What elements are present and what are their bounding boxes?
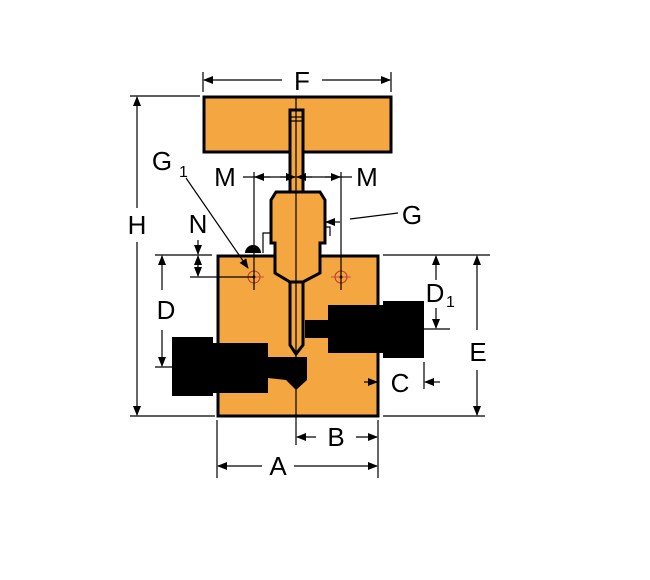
label-m-right: M (356, 162, 378, 192)
label-g: G (402, 200, 422, 230)
label-d: D (157, 295, 176, 325)
label-n: N (189, 209, 208, 239)
label-d1: D (426, 278, 445, 308)
label-d1-subscript: 1 (446, 294, 455, 311)
bonnet (269, 190, 327, 284)
label-g1-subscript: 1 (179, 164, 188, 181)
label-e: E (469, 337, 486, 367)
label-c: C (391, 368, 410, 398)
bonnet-lock-bracket (262, 232, 271, 253)
outlet-port (305, 301, 424, 358)
inlet-port (172, 337, 307, 396)
bonnet-lock-dome (245, 245, 261, 253)
label-g1: G (152, 146, 172, 176)
label-f: F (294, 66, 310, 96)
label-a: A (269, 451, 287, 481)
dimension-lines (130, 72, 490, 478)
bonnet-flat (325, 226, 331, 236)
label-h: H (128, 210, 147, 240)
valve-body-group (172, 95, 424, 445)
label-b: B (327, 422, 344, 452)
label-m-left: M (214, 162, 236, 192)
